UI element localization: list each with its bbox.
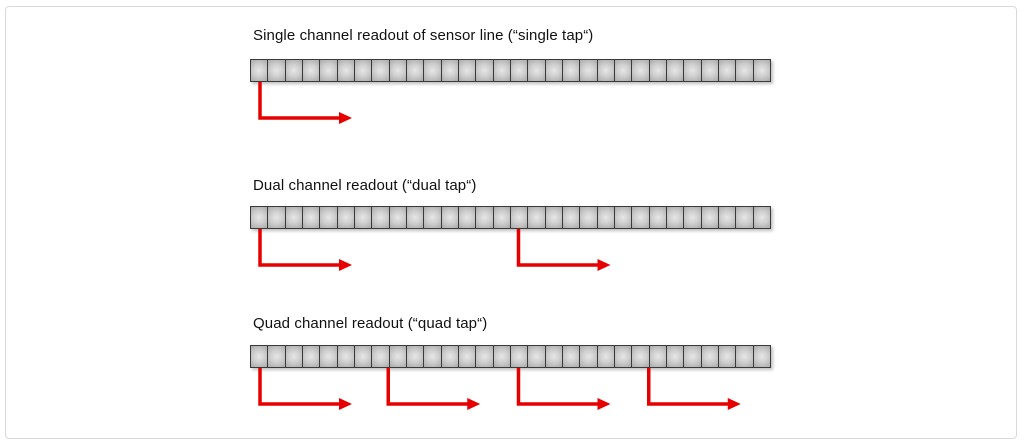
- sensor-pixel: [596, 345, 615, 368]
- sensor-pixel: [613, 59, 633, 82]
- sensor-pixel: [457, 59, 477, 82]
- sensor-pixel: [301, 206, 321, 229]
- sensor-pixel: [596, 206, 615, 229]
- sensor-pixel: [440, 345, 459, 368]
- dual-tap-title: Dual channel readout (“dual tap“): [253, 177, 477, 194]
- sensor-pixel: [683, 345, 702, 368]
- sensor-pixel: [527, 206, 546, 229]
- sensor-pixel: [527, 59, 546, 82]
- sensor-pixel: [423, 345, 442, 368]
- sensor-line-single-tap: [250, 59, 771, 82]
- sensor-pixel: [319, 59, 338, 82]
- sensor-pixel: [631, 345, 650, 368]
- sensor-pixel: [544, 206, 563, 229]
- sensor-pixel: [613, 345, 633, 368]
- sensor-pixel: [336, 206, 355, 229]
- sensor-pixel: [665, 59, 685, 82]
- sensor-pixel: [735, 345, 754, 368]
- sensor-pixel: [492, 59, 511, 82]
- sensor-pixel: [423, 59, 442, 82]
- sensor-pixel: [683, 59, 702, 82]
- sensor-pixel: [475, 59, 494, 82]
- sensor-pixel: [250, 206, 269, 229]
- sensor-pixel: [735, 206, 754, 229]
- sensor-pixel: [700, 206, 719, 229]
- sensor-pixel: [700, 345, 719, 368]
- sensor-pixel: [509, 59, 529, 82]
- sensor-pixel: [301, 59, 321, 82]
- sensor-pixel: [492, 206, 511, 229]
- sensor-pixel: [284, 59, 303, 82]
- sensor-pixel: [579, 345, 598, 368]
- sensor-pixel: [544, 59, 563, 82]
- sensor-pixel: [267, 206, 286, 229]
- sensor-pixel: [613, 206, 633, 229]
- sensor-pixel: [405, 345, 425, 368]
- sensor-pixel: [631, 206, 650, 229]
- sensor-pixel: [717, 345, 737, 368]
- sensor-pixel: [371, 206, 390, 229]
- sensor-pixel: [735, 59, 754, 82]
- sensor-pixel: [544, 345, 563, 368]
- sensor-pixel: [371, 345, 390, 368]
- sensor-pixel: [250, 345, 269, 368]
- sensor-pixel: [250, 59, 269, 82]
- sensor-pixel: [561, 206, 581, 229]
- sensor-pixel: [353, 59, 373, 82]
- sensor-pixel: [631, 59, 650, 82]
- sensor-pixel: [267, 345, 286, 368]
- sensor-pixel: [527, 345, 546, 368]
- sensor-pixel: [700, 59, 719, 82]
- sensor-pixel: [353, 345, 373, 368]
- sensor-pixel: [648, 206, 667, 229]
- sensor-pixel: [301, 345, 321, 368]
- sensor-pixel: [561, 345, 581, 368]
- sensor-pixel: [423, 206, 442, 229]
- sensor-pixel: [336, 345, 355, 368]
- sensor-pixel: [284, 345, 303, 368]
- sensor-pixel: [475, 345, 494, 368]
- sensor-line-quad-tap: [250, 345, 771, 368]
- sensor-pixel: [579, 206, 598, 229]
- sensor-pixel: [752, 59, 771, 82]
- sensor-pixel: [596, 59, 615, 82]
- sensor-pixel: [492, 345, 511, 368]
- sensor-pixel: [665, 345, 685, 368]
- sensor-pixel: [440, 59, 459, 82]
- sensor-pixel: [267, 59, 286, 82]
- sensor-pixel: [717, 59, 737, 82]
- sensor-pixel: [509, 206, 529, 229]
- sensor-pixel: [388, 59, 407, 82]
- sensor-pixel: [665, 206, 685, 229]
- sensor-pixel: [752, 345, 771, 368]
- single-tap-title: Single channel readout of sensor line (“…: [253, 27, 594, 44]
- sensor-pixel: [648, 345, 667, 368]
- sensor-pixel: [509, 345, 529, 368]
- sensor-pixel: [717, 206, 737, 229]
- sensor-line-dual-tap: [250, 206, 771, 229]
- sensor-pixel: [561, 59, 581, 82]
- sensor-pixel: [752, 206, 771, 229]
- sensor-pixel: [388, 206, 407, 229]
- sensor-pixel: [457, 345, 477, 368]
- sensor-pixel: [440, 206, 459, 229]
- quad-tap-title: Quad channel readout (“quad tap“): [253, 315, 488, 332]
- sensor-pixel: [405, 206, 425, 229]
- sensor-pixel: [457, 206, 477, 229]
- sensor-pixel: [284, 206, 303, 229]
- sensor-pixel: [336, 59, 355, 82]
- sensor-pixel: [371, 59, 390, 82]
- sensor-pixel: [405, 59, 425, 82]
- sensor-pixel: [683, 206, 702, 229]
- sensor-pixel: [319, 345, 338, 368]
- sensor-pixel: [353, 206, 373, 229]
- sensor-pixel: [648, 59, 667, 82]
- sensor-pixel: [579, 59, 598, 82]
- sensor-pixel: [319, 206, 338, 229]
- sensor-pixel: [475, 206, 494, 229]
- sensor-pixel: [388, 345, 407, 368]
